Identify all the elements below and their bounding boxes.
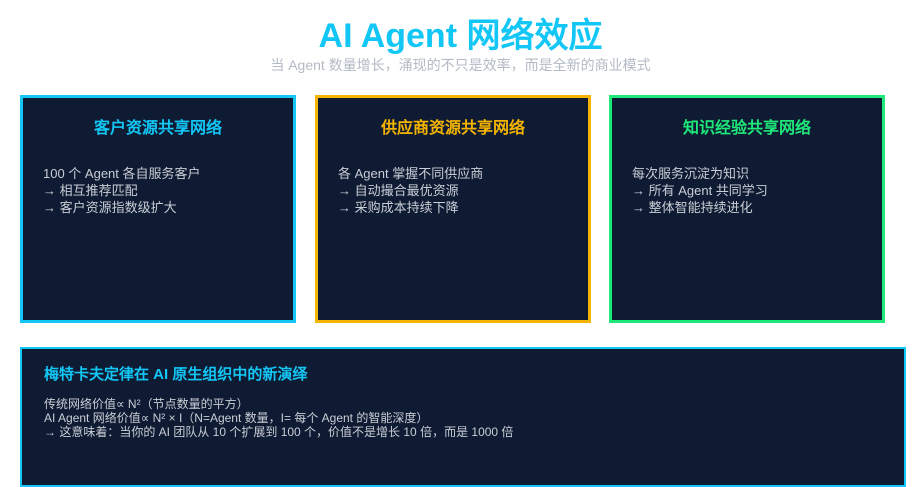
- card-knowledge-network: 知识经验共享网络 每次服务沉淀为知识 → 所有 Agent 共同学习 → 整体智…: [609, 95, 885, 323]
- panel-title: 梅特卡夫定律在 AI 原生组织中的新演绎: [44, 366, 308, 383]
- card-line: → 整体智能持续进化: [632, 200, 753, 215]
- card-line: 各 Agent 掌握不同供应商: [338, 166, 484, 181]
- card-line: → 所有 Agent 共同学习: [632, 183, 768, 198]
- page-title: AI Agent 网络效应: [318, 17, 603, 55]
- card-line: → 自动撮合最优资源: [338, 183, 459, 198]
- card-customer-network: 客户资源共享网络 100 个 Agent 各自服务客户 → 相互推荐匹配 → 客…: [20, 95, 296, 323]
- panel-line: 传统网络价值∝ N²（节点数量的平方）: [44, 397, 249, 411]
- card-line: → 相互推荐匹配: [43, 183, 138, 198]
- card-line: 100 个 Agent 各自服务客户: [43, 166, 201, 181]
- card-title: 供应商资源共享网络: [380, 120, 525, 137]
- card-supplier-network: 供应商资源共享网络 各 Agent 掌握不同供应商 → 自动撮合最优资源 → 采…: [315, 95, 591, 323]
- card-line: → 客户资源指数级扩大: [43, 200, 177, 215]
- card-title: 知识经验共享网络: [682, 120, 811, 137]
- panel-line: AI Agent 网络价值∝ N² × I（N=Agent 数量，I= 每个 A…: [44, 411, 429, 425]
- metcalfe-panel: 梅特卡夫定律在 AI 原生组织中的新演绎 传统网络价值∝ N²（节点数量的平方）…: [20, 347, 906, 487]
- card-line: 每次服务沉淀为知识: [632, 166, 750, 181]
- card-line: → 采购成本持续下降: [338, 200, 459, 215]
- page-subtitle: 当 Agent 数量增长，涌现的不只是效率，而是全新的商业模式: [270, 57, 651, 73]
- panel-line: → 这意味着：当你的 AI 团队从 10 个扩展到 100 个，价值不是增长 1…: [44, 425, 514, 439]
- card-title: 客户资源共享网络: [93, 120, 222, 137]
